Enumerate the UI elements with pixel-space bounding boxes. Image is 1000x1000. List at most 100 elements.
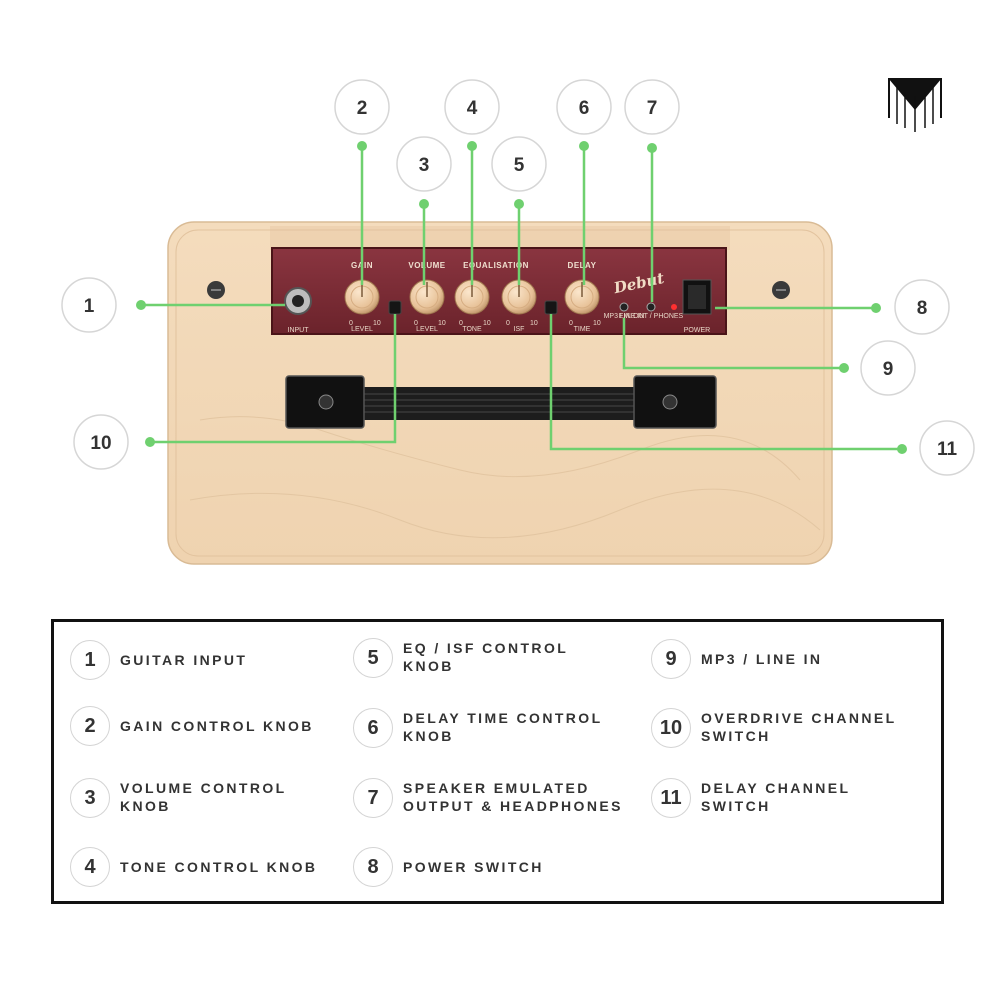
legend-number-5: 5 [353, 638, 393, 678]
leader-dot-6 [579, 141, 589, 151]
brand-logo [888, 78, 942, 132]
time-scale-max: 10 [593, 320, 601, 327]
legend-item-2: 2 GAIN CONTROL KNOB [70, 706, 350, 746]
legend-number-2: 2 [70, 706, 110, 746]
legend-label-8: POWER SWITCH [403, 859, 544, 875]
power-led [671, 304, 677, 310]
legend-item-3: 3 VOLUME CONTROL KNOB [70, 778, 310, 818]
guitar-input-jack[interactable] [284, 287, 312, 315]
control-panel: GAIN VOLUME EQUALISATION DELAY INPUT LEV… [271, 247, 727, 335]
legend-label-1: GUITAR INPUT [120, 652, 248, 668]
tone-scale-min: 0 [459, 320, 463, 327]
callout-5-label: 5 [514, 155, 525, 176]
legend-box: 1 GUITAR INPUT 2 GAIN CONTROL KNOB 3 VOL… [51, 619, 944, 904]
tone-knob[interactable] [454, 279, 490, 315]
cabinet-screw-left [207, 281, 225, 299]
callout-9: 9 [860, 340, 916, 396]
overdrive-channel-button[interactable] [388, 300, 402, 315]
gain-knob[interactable] [344, 279, 380, 315]
leader-dot-2 [357, 141, 367, 151]
leader-dots [136, 141, 907, 454]
panel-label-mp3: MP3 LINE IN [604, 313, 645, 320]
callout-3: 3 [396, 136, 452, 192]
leader-line-10 [150, 314, 397, 444]
panel-label-equalisation: EQUALISATION [463, 261, 529, 270]
leader-dot-11 [897, 444, 907, 454]
callout-4-label: 4 [467, 98, 478, 119]
callout-11-label: 11 [937, 439, 958, 460]
legend-number-3: 3 [70, 778, 110, 818]
carry-handle [285, 375, 717, 429]
panel-label-volume: VOLUME [408, 261, 445, 270]
mp3-line-in-jack[interactable] [619, 302, 629, 312]
panel-label-input: INPUT [288, 327, 310, 334]
em-out-phones-jack[interactable] [646, 302, 656, 312]
leader-dot-9 [839, 363, 849, 373]
isf-scale-max: 10 [530, 320, 538, 327]
volume-scale-max: 10 [438, 320, 446, 327]
legend-item-1: 1 GUITAR INPUT [70, 640, 350, 680]
gain-scale-min: 0 [349, 320, 353, 327]
callout-7: 7 [624, 79, 680, 135]
callout-2: 2 [334, 79, 390, 135]
volume-knob[interactable] [409, 279, 445, 315]
leader-line-9 [622, 318, 844, 370]
callout-11: 11 [919, 420, 975, 476]
legend-label-11: DELAY CHANNEL SWITCH [701, 780, 851, 814]
tone-scale-max: 10 [483, 320, 491, 327]
leader-line-11 [549, 314, 902, 451]
leader-dot-1 [136, 300, 146, 310]
callout-10: 10 [73, 414, 129, 470]
legend-label-5: EQ / ISF CONTROL KNOB [403, 640, 568, 674]
legend-label-4: TONE CONTROL KNOB [120, 859, 318, 875]
legend-number-11: 11 [651, 778, 691, 818]
leader-dot-8 [871, 303, 881, 313]
legend-item-8: 8 POWER SWITCH [353, 847, 633, 887]
legend-item-11: 11 DELAY CHANNEL SWITCH [651, 778, 891, 818]
cabinet-screw-right [772, 281, 790, 299]
panel-label-delay: DELAY [568, 261, 597, 270]
legend-number-7: 7 [353, 778, 393, 818]
legend-number-10: 10 [651, 708, 691, 748]
panel-label-em-out: EM. OUT / PHONES [619, 313, 684, 320]
isf-scale-min: 0 [506, 320, 510, 327]
power-switch[interactable] [682, 279, 712, 315]
isf-knob[interactable] [501, 279, 537, 315]
legend-item-9: 9 MP3 / LINE IN [651, 639, 931, 679]
callout-6-label: 6 [579, 98, 590, 119]
callout-2-label: 2 [357, 98, 368, 119]
callout-6: 6 [556, 79, 612, 135]
callout-1: 1 [61, 277, 117, 333]
leader-dot-4 [467, 141, 477, 151]
delay-time-knob[interactable] [564, 279, 600, 315]
callout-4: 4 [444, 79, 500, 135]
callout-10-label: 10 [90, 433, 111, 454]
legend-label-10: OVERDRIVE CHANNEL SWITCH [701, 710, 897, 744]
panel-label-level-2: LEVEL [416, 326, 438, 333]
leader-dot-7 [647, 143, 657, 153]
time-scale-min: 0 [569, 320, 573, 327]
callout-9-label: 9 [883, 359, 894, 380]
callout-3-label: 3 [419, 155, 430, 176]
callout-8-label: 8 [917, 298, 928, 319]
callout-8: 8 [894, 279, 950, 335]
legend-label-6: DELAY TIME CONTROL KNOB [403, 710, 603, 744]
panel-label-power: POWER [684, 327, 710, 334]
legend-number-9: 9 [651, 639, 691, 679]
callout-5: 5 [491, 136, 547, 192]
gain-scale-max: 10 [373, 320, 381, 327]
leader-dot-10 [145, 437, 155, 447]
legend-item-6: 6 DELAY TIME CONTROL KNOB [353, 708, 633, 748]
legend-label-7: SPEAKER EMULATED OUTPUT & HEADPHONES [403, 780, 623, 814]
leader-dot-3 [419, 199, 429, 209]
volume-scale-min: 0 [414, 320, 418, 327]
delay-channel-button[interactable] [544, 300, 558, 315]
legend-number-8: 8 [353, 847, 393, 887]
legend-label-3: VOLUME CONTROL KNOB [120, 780, 287, 814]
panel-label-tone: TONE [462, 326, 482, 333]
panel-label-time: TIME [574, 326, 591, 333]
legend-label-2: GAIN CONTROL KNOB [120, 718, 314, 734]
legend-item-5: 5 EQ / ISF CONTROL KNOB [353, 638, 603, 678]
legend-item-10: 10 OVERDRIVE CHANNEL SWITCH [651, 708, 926, 748]
legend-label-9: MP3 / LINE IN [701, 651, 823, 667]
